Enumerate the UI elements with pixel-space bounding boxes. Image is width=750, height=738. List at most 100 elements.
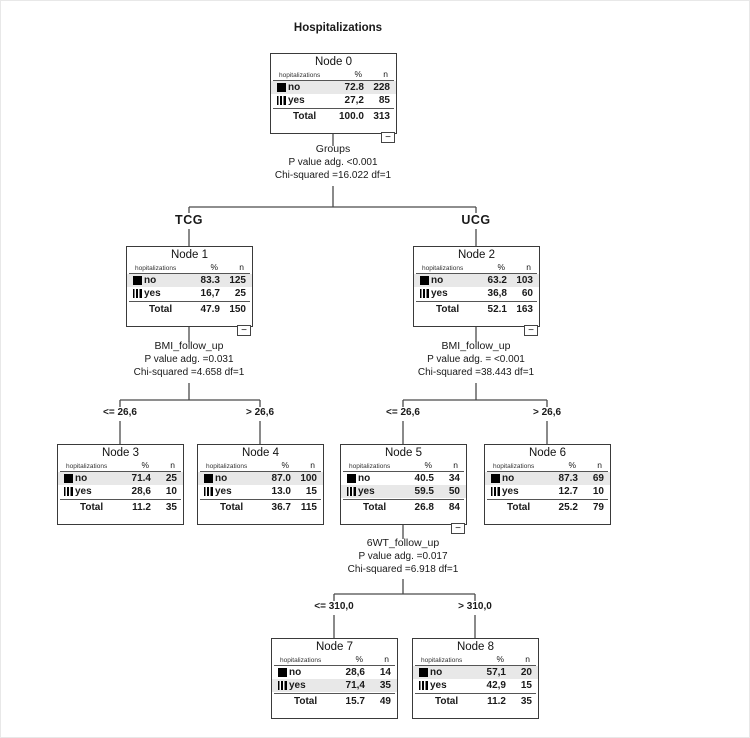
total-count: 84 (448, 502, 460, 513)
row-percent: 28,6 (345, 667, 365, 678)
category-row-no: no 72.8 228 (271, 81, 396, 94)
node-title: Node 3 (101, 447, 140, 459)
branch-label-tcg: TCG (175, 213, 203, 227)
category-row-yes: yes 16,7 25 (127, 287, 252, 300)
row-percent: 63.2 (487, 275, 507, 286)
row-count: 228 (373, 82, 390, 93)
column-header-n: n (453, 460, 458, 470)
table-header: hopitalizations % n (274, 654, 395, 666)
row-percent: 59.5 (414, 486, 434, 497)
yes-category-icon (491, 487, 500, 496)
total-count: 313 (373, 111, 390, 122)
category-row-yes: yes 12.7 10 (485, 485, 610, 498)
node-title: Node 1 (170, 249, 209, 261)
split-chi-squared: Chi-squared =38.443 df=1 (417, 367, 535, 378)
split-pvalue: P value adg. <0.001 (288, 157, 378, 168)
total-percent: 11.2 (132, 502, 151, 513)
collapse-node-5-button[interactable]: − (451, 523, 465, 534)
row-label: yes (144, 288, 161, 299)
tree-node-8: Node 8 hopitalizations % n no 57,1 20 ye… (412, 638, 539, 719)
tree-node-1: Node 1 hopitalizations % n no 83.3 125 y… (126, 246, 253, 327)
column-header-percent: % (281, 460, 289, 470)
yes-category-icon (277, 96, 286, 105)
no-category-icon (347, 474, 356, 483)
tree-node-6: Node 6 hopitalizations % n no 87.3 69 ye… (484, 444, 611, 525)
column-header-percent: % (355, 654, 363, 664)
node-title: Node 4 (241, 447, 280, 459)
collapse-node-0-button[interactable]: − (381, 132, 395, 143)
tree-node-7: Node 7 hopitalizations % n no 28,6 14 ye… (271, 638, 398, 719)
split-variable: BMI_follow_up (441, 340, 511, 352)
total-percent: 11.2 (487, 696, 506, 707)
row-label: no (431, 275, 444, 286)
total-label: Total (294, 696, 318, 707)
tree-node-4: Node 4 hopitalizations % n no 87.0 100 y… (197, 444, 324, 525)
total-label: Total (293, 111, 317, 122)
no-category-icon (420, 276, 429, 285)
row-count: 34 (448, 473, 460, 484)
yes-category-icon (133, 289, 142, 298)
total-count: 35 (165, 502, 177, 513)
row-label: no (358, 473, 371, 484)
no-category-icon (491, 474, 500, 483)
no-category-icon (204, 474, 213, 483)
column-header-category: hopitalizations (422, 265, 464, 272)
row-label: yes (431, 288, 448, 299)
yes-category-icon (420, 289, 429, 298)
total-percent: 15.7 (345, 696, 365, 707)
total-percent: 25.2 (558, 502, 578, 513)
row-label: no (288, 82, 301, 93)
total-row: Total 25.2 79 (485, 500, 610, 515)
node-title: Node 0 (314, 56, 353, 68)
row-count: 35 (379, 680, 391, 691)
no-category-icon (277, 83, 286, 92)
total-separator (200, 499, 321, 500)
total-label: Total (80, 502, 104, 513)
total-separator (274, 693, 395, 694)
collapse-node-1-button[interactable]: − (237, 325, 251, 336)
column-header-percent: % (496, 654, 504, 664)
row-count: 15 (305, 486, 317, 497)
row-percent: 13.0 (271, 486, 291, 497)
page-title: Hospitalizations (293, 22, 383, 34)
total-separator (129, 301, 250, 302)
category-row-no: no 71.4 25 (58, 472, 183, 485)
total-percent: 47.9 (200, 304, 220, 315)
row-count: 125 (229, 275, 246, 286)
table-header: hopitalizations % n (415, 654, 536, 666)
total-percent: 36.7 (271, 502, 291, 513)
row-percent: 36,8 (487, 288, 507, 299)
total-separator (487, 499, 608, 500)
row-label: no (75, 473, 88, 484)
tree-node-0: Node 0 hopitalizations % n no 72.8 228 y… (270, 53, 397, 134)
column-header-percent: % (354, 69, 362, 79)
column-header-percent: % (568, 460, 576, 470)
total-separator (415, 693, 536, 694)
yes-category-icon (278, 681, 287, 690)
total-row: Total 52.1 163 (414, 302, 539, 317)
row-count: 60 (521, 288, 533, 299)
table-header: hopitalizations % n (200, 460, 321, 472)
column-header-n: n (170, 460, 175, 470)
table-header: hopitalizations % n (416, 262, 537, 274)
total-count: 163 (516, 304, 533, 315)
row-percent: 27,2 (344, 95, 364, 106)
row-count: 25 (234, 288, 246, 299)
column-header-category: hopitalizations (280, 657, 322, 664)
branch-label-gt-310: > 310,0 (458, 601, 492, 612)
row-count: 103 (516, 275, 533, 286)
category-row-yes: yes 71,4 35 (272, 679, 397, 692)
total-label: Total (435, 696, 459, 707)
category-row-yes: yes 13.0 15 (198, 485, 323, 498)
branch-label-ucg: UCG (461, 213, 491, 227)
category-row-no: no 87.0 100 (198, 472, 323, 485)
no-category-icon (278, 668, 287, 677)
category-row-no: no 83.3 125 (127, 274, 252, 287)
tree-node-2: Node 2 hopitalizations % n no 63.2 103 y… (413, 246, 540, 327)
row-percent: 40.5 (414, 473, 434, 484)
split-variable: 6WT_follow_up (366, 537, 440, 549)
column-header-percent: % (141, 460, 149, 470)
row-label: no (215, 473, 228, 484)
collapse-node-2-button[interactable]: − (524, 325, 538, 336)
